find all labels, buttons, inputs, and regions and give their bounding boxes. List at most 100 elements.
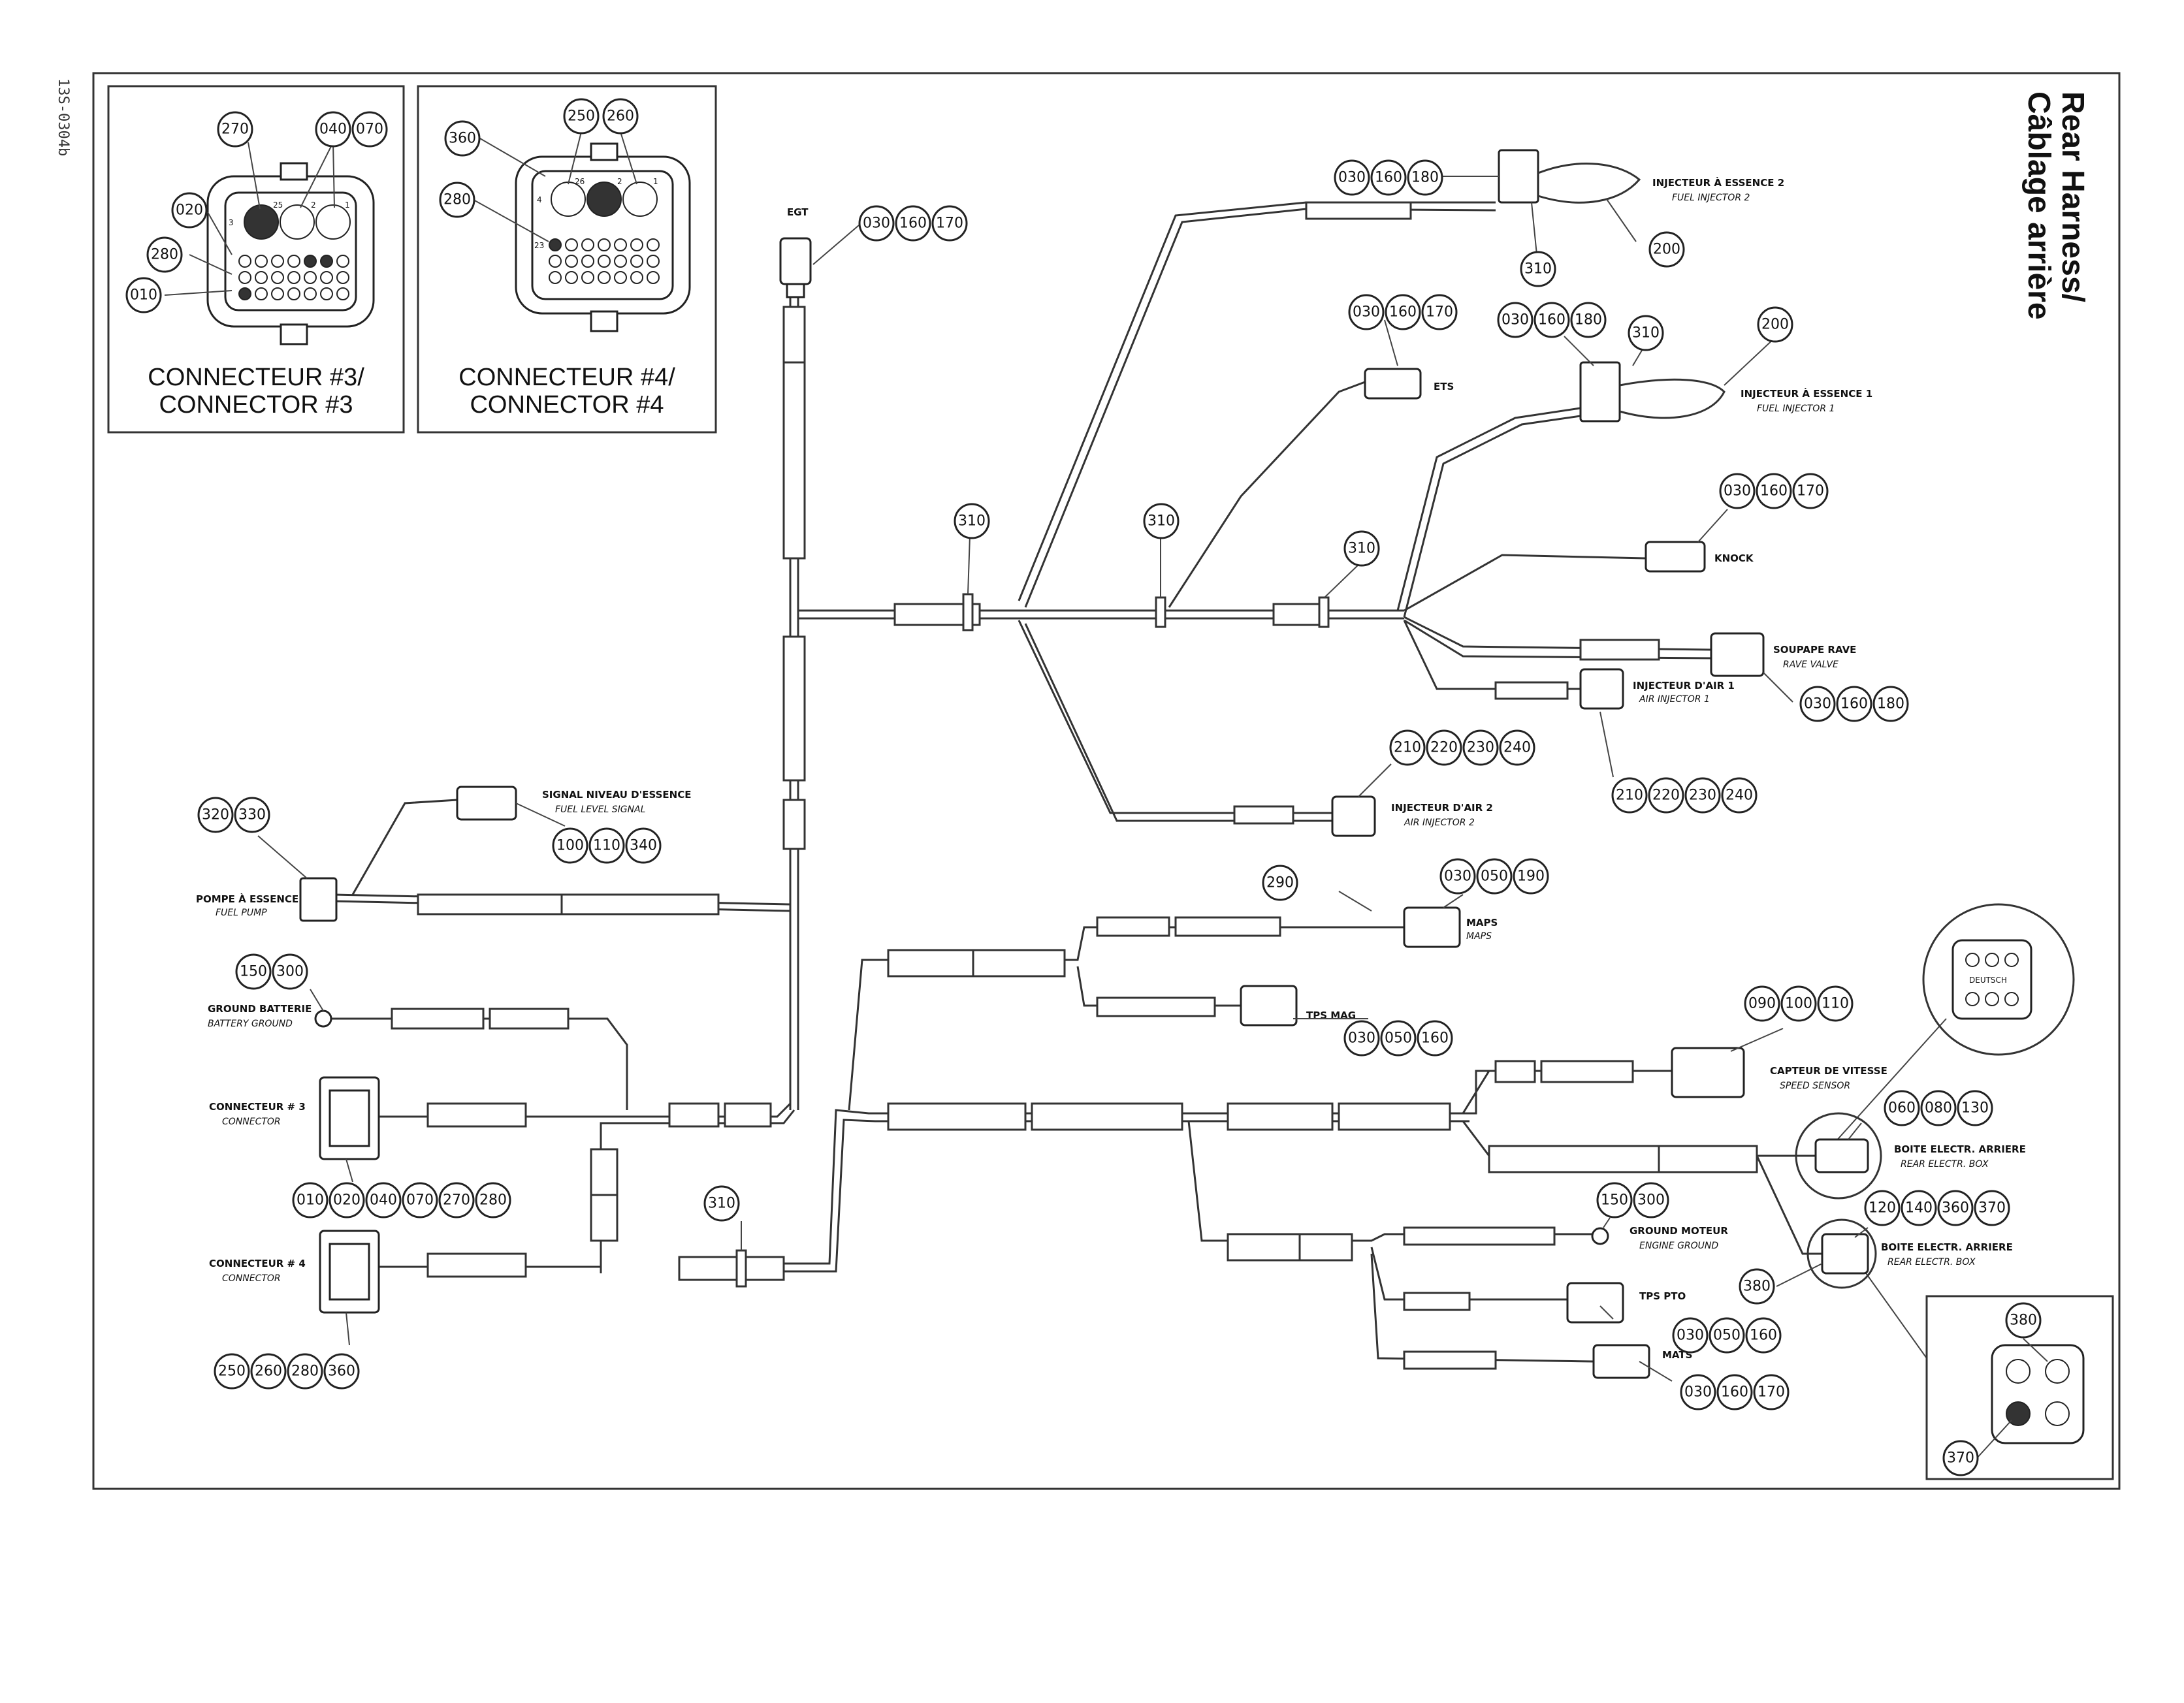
tps-mag-connector [1240,985,1298,1027]
connector4-pin-grid [549,238,660,284]
callout-rave-160 [1836,686,1872,722]
callout-number-speed-100: 100 [1785,996,1812,1012]
fuel-pump-label-fr: POMPE À ESSENCE [196,893,298,905]
callout-number-inj2_clip-310: 310 [1524,261,1552,278]
connector-4-label-en: CONNECTOR [222,1273,281,1284]
callout-tps_pto-160 [1745,1317,1782,1354]
callout-connector3-070 [351,111,388,148]
callout-number-egt-160: 160 [899,215,927,232]
speed-sensor-label-fr: CAPTEUR DE VITESSE [1770,1065,1887,1077]
callout-number-conn4-280: 280 [291,1363,319,1380]
connector4-pin-large [586,182,622,217]
fuel-injector-2-label-en: FUEL INJECTOR 2 [1672,193,1750,203]
callout-fuel_level-340 [625,827,662,864]
fuel-injector-1-connector [1579,361,1621,422]
callout-number-maps-050: 050 [1481,868,1508,885]
callout-number-conn3-020: 020 [333,1192,361,1209]
callout-number-rear_box_1-130: 130 [1961,1100,1989,1117]
callout-fuel_level-110 [588,827,625,864]
callout-connector3-010 [125,277,162,313]
callout-connector3-270 [217,111,253,148]
callout-conn3-010 [292,1182,329,1218]
callout-rear_box_1-080 [1920,1090,1957,1126]
callout-number-rear_box_2-140: 140 [1905,1200,1933,1217]
tps-pto-label: TPS PTO [1639,1290,1686,1302]
callout-number-rave-160: 160 [1840,696,1868,712]
callout-number-rave-180: 180 [1877,696,1904,712]
callout-air1-210 [1611,777,1648,814]
callout-inj2-180 [1407,159,1443,196]
connector3-pin-25: 25 [273,200,283,210]
connector4-pin-4: 4 [537,195,542,204]
callout-mats-030 [1680,1374,1716,1410]
callout-number-detail_370-370: 370 [1947,1450,1974,1467]
callout-number-rave-030: 030 [1804,696,1831,712]
callout-connector3-280 [146,236,183,273]
callout-connector4-250 [563,98,600,135]
callout-number-inj1-030: 030 [1502,312,1529,328]
connector3-pin-grid [238,255,349,300]
maps-label-en: MAPS [1466,931,1492,942]
callout-number-conn4-250: 250 [218,1363,246,1380]
tps-pto-connector [1566,1282,1624,1324]
callout-maps-030 [1439,858,1476,895]
connector4-pin-23: 23 [534,241,544,250]
callout-number-clip_b-310: 310 [1148,513,1175,530]
callout-number-fuel_level-110: 110 [593,838,620,854]
callout-number-air2-240: 240 [1503,740,1531,756]
callout-number-maps-030: 030 [1444,868,1471,885]
callout-number-rear_box_1-080: 080 [1925,1100,1952,1117]
callout-battery_ground-300 [272,953,308,990]
callout-conn4-250 [214,1353,250,1390]
speed-sensor-label-en: SPEED SENSOR [1780,1081,1850,1091]
callout-number-battery_ground-150: 150 [240,964,267,980]
callout-connector3-020 [171,192,208,229]
callout-ets-170 [1421,294,1458,330]
callout-number-connector3-270: 270 [221,121,249,138]
callout-knock-030 [1719,473,1756,509]
callout-number-conn4-360: 360 [328,1363,355,1380]
callout-number-air1-230: 230 [1689,788,1716,804]
air-injector-1-label-en: AIR INJECTOR 1 [1639,694,1710,705]
callout-number-inj1_loop-200: 200 [1761,317,1789,333]
callout-clip_c-310 [1343,530,1380,567]
drawing-id: 13S-0304b [55,78,71,156]
callout-fuel_level-100 [552,827,588,864]
callout-engine_ground-300 [1633,1182,1669,1218]
connector3-pin-1: 1 [345,200,350,210]
callout-number-tps_mag-030: 030 [1348,1030,1375,1047]
callout-number-inj1-180: 180 [1575,312,1602,328]
deutsch-detail: DEUTSCH [1922,903,2075,1056]
title-line1: Rear Harness/ [2055,91,2090,302]
battery-ground-label-fr: GROUND BATTERIE [208,1003,312,1015]
callout-clip_a-310 [954,503,990,539]
callout-air1-240 [1721,777,1758,814]
knock-label: KNOCK [1714,552,1754,564]
deutsch-label: DEUTSCH [1969,976,2007,985]
component-labels: EGT ETS KNOCK INJECTEUR À ESSENCE 2 FUEL… [196,176,2026,1361]
callout-number-rear_box_2-120: 120 [1869,1200,1896,1217]
callout-number-ets-030: 030 [1353,304,1380,321]
connector4-title-en: CONNECTOR #4 [470,391,664,419]
callout-tps_mag-030 [1343,1020,1380,1057]
connectors [299,149,1882,1379]
leader-lines [257,176,1869,1382]
rear-box-2-detail-box [1925,1295,2114,1480]
callout-number-inj2-030: 030 [1338,170,1366,186]
callout-number-maps_loop-290: 290 [1266,875,1294,891]
callout-speed-110 [1817,985,1854,1022]
rear-box-2-connector [1821,1233,1869,1275]
callout-number-connector3-070: 070 [356,121,383,138]
callout-maps_loop-290 [1262,865,1298,901]
callout-egt-170 [931,205,968,242]
callout-number-knock-160: 160 [1760,483,1788,500]
connector3-title-en: CONNECTOR #3 [159,391,353,419]
rear-box-2-label-en: REAR ELECTR. BOX [1887,1257,1976,1267]
callout-number-mats-170: 170 [1758,1384,1785,1401]
callout-number-air1-220: 220 [1652,788,1680,804]
callout-rear_box_2-140 [1901,1190,1937,1226]
callout-conn4-360 [323,1353,360,1390]
callout-number-mats-160: 160 [1721,1384,1748,1401]
fuel-injector-1-label-en: FUEL INJECTOR 1 [1757,404,1835,414]
callout-number-battery_ground-300: 300 [276,964,304,980]
